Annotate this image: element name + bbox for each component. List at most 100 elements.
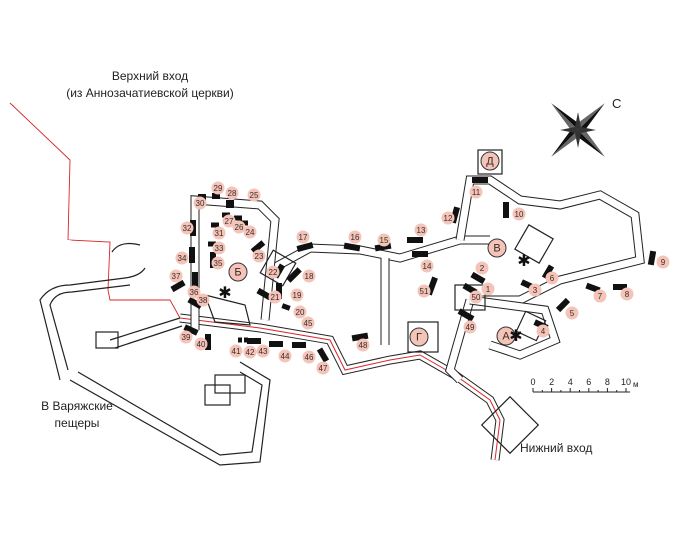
- cell: [269, 341, 283, 347]
- marker-28: 28: [225, 186, 239, 200]
- marker-10: 10: [512, 207, 526, 221]
- marker-11: 11: [469, 185, 483, 199]
- marker-32: 32: [180, 221, 194, 235]
- svg-text:5: 5: [570, 309, 575, 318]
- marker-40: 40: [194, 337, 208, 351]
- cell: [286, 267, 302, 283]
- svg-text:50: 50: [472, 293, 481, 302]
- marker-47: 47: [316, 361, 330, 375]
- svg-text:23: 23: [255, 252, 264, 261]
- svg-text:Б: Б: [234, 267, 241, 279]
- svg-text:35: 35: [214, 259, 223, 268]
- svg-text:1: 1: [486, 285, 491, 294]
- altar-b-icon: ✱: [218, 285, 231, 302]
- marker-37: 37: [169, 269, 183, 283]
- svg-text:43: 43: [259, 347, 268, 356]
- svg-text:45: 45: [304, 319, 313, 328]
- marker-4: 4: [536, 324, 550, 338]
- upper-entrance-label-1: Верхний вход: [112, 69, 188, 83]
- marker-27: 27: [222, 214, 236, 228]
- svg-text:16: 16: [351, 233, 360, 242]
- cell: [296, 242, 314, 252]
- svg-text:46: 46: [305, 353, 314, 362]
- marker-31: 31: [212, 226, 226, 240]
- marker-23: 23: [252, 249, 266, 263]
- svg-text:13: 13: [417, 226, 426, 235]
- svg-text:27: 27: [225, 217, 234, 226]
- marker-9: 9: [656, 255, 670, 269]
- cell: [281, 303, 291, 311]
- svg-text:20: 20: [296, 308, 305, 317]
- svg-text:34: 34: [178, 254, 187, 263]
- svg-text:51: 51: [420, 287, 429, 296]
- svg-text:38: 38: [199, 296, 208, 305]
- church-b: Б: [228, 262, 248, 282]
- altar-a-icon: ✱: [509, 328, 522, 345]
- marker-19: 19: [290, 288, 304, 302]
- cell: [613, 284, 627, 290]
- marker-30: 30: [193, 196, 207, 210]
- svg-text:42: 42: [246, 348, 255, 357]
- svg-text:24: 24: [246, 228, 255, 237]
- marker-20: 20: [293, 305, 307, 319]
- svg-text:В: В: [493, 243, 500, 255]
- svg-text:39: 39: [182, 333, 191, 342]
- svg-text:17: 17: [299, 233, 308, 242]
- svg-text:Г: Г: [416, 332, 422, 344]
- cell: [472, 177, 488, 183]
- marker-26: 26: [232, 220, 246, 234]
- marker-35: 35: [211, 256, 225, 270]
- lower-entrance-label: Нижний вход: [520, 441, 592, 455]
- cell: [457, 308, 475, 322]
- cell: [189, 247, 195, 263]
- marker-24: 24: [243, 225, 257, 239]
- cell: [208, 241, 216, 247]
- scale-unit: м: [633, 380, 639, 389]
- cell: [541, 264, 555, 280]
- church-markers: А Б В Г Д: [228, 151, 516, 347]
- marker-34: 34: [175, 251, 189, 265]
- svg-text:48: 48: [359, 341, 368, 350]
- church-v: В: [487, 238, 507, 258]
- svg-text:21: 21: [271, 293, 280, 302]
- svg-text:14: 14: [423, 262, 432, 271]
- cell: [226, 200, 234, 208]
- cell: [187, 296, 203, 310]
- svg-text:Д: Д: [486, 156, 494, 168]
- scale-tick-label: 0: [530, 377, 535, 387]
- cell: [256, 287, 272, 301]
- svg-text:15: 15: [380, 236, 389, 245]
- cell: [244, 337, 248, 343]
- marker-43: 43: [256, 344, 270, 358]
- svg-text:22: 22: [269, 268, 278, 277]
- marker-38: 38: [196, 293, 210, 307]
- cell: [343, 242, 361, 252]
- marker-45: 45: [301, 316, 315, 330]
- lower-entrance-building: [480, 395, 540, 455]
- marker-50: 50: [469, 290, 483, 304]
- marker-41: 41: [229, 344, 243, 358]
- marker-13: 13: [414, 223, 428, 237]
- marker-18: 18: [302, 269, 316, 283]
- cell: [407, 237, 423, 243]
- varangian-caves-label-1: В Варяжские: [41, 399, 113, 413]
- svg-text:29: 29: [214, 184, 223, 193]
- svg-text:А: А: [502, 331, 510, 343]
- scale-tick-label: 2: [549, 377, 554, 387]
- svg-text:9: 9: [661, 258, 666, 267]
- marker-21: 21: [268, 290, 282, 304]
- svg-text:32: 32: [183, 224, 192, 233]
- cell: [470, 271, 486, 285]
- altar-v-icon: ✱: [517, 253, 530, 270]
- svg-text:26: 26: [235, 223, 244, 232]
- marker-17: 17: [296, 230, 310, 244]
- svg-text:44: 44: [281, 352, 290, 361]
- svg-text:18: 18: [305, 272, 314, 281]
- marker-51: 51: [417, 284, 431, 298]
- svg-text:33: 33: [215, 244, 224, 253]
- marker-42: 42: [243, 345, 257, 359]
- scale-tick-label: 10: [621, 377, 631, 387]
- marker-25: 25: [247, 188, 261, 202]
